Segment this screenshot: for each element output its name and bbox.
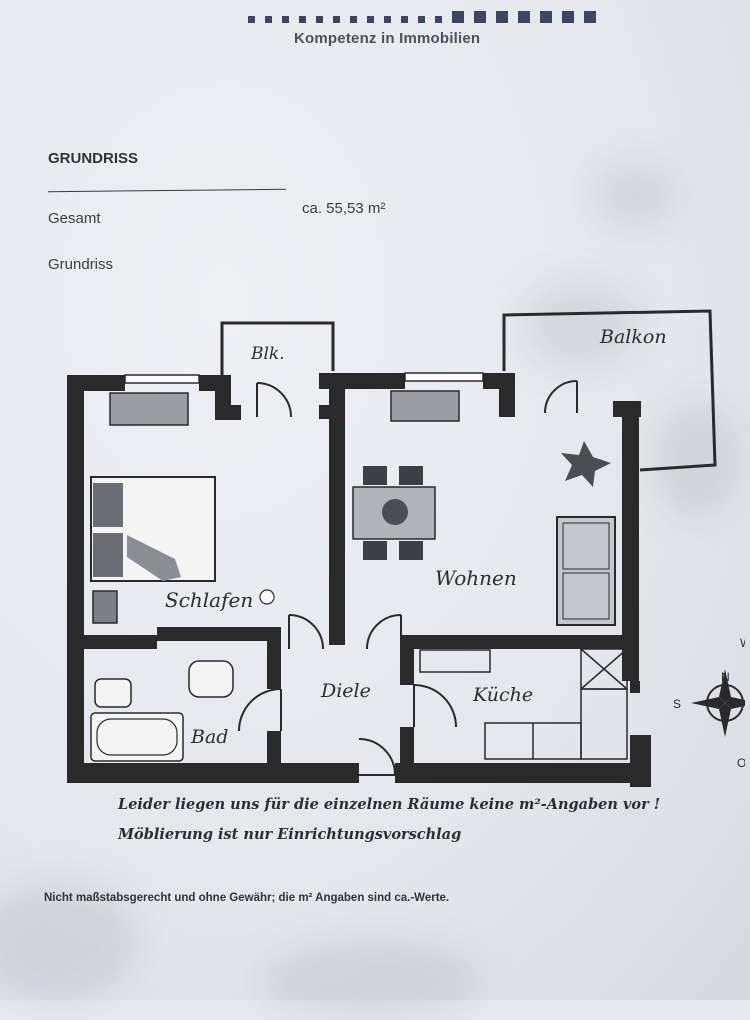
walls xyxy=(67,373,651,787)
floorplan-label: Grundriss xyxy=(48,256,114,273)
note-no-room-sizes: Leider liegen uns für die einzelnen Räum… xyxy=(118,796,661,813)
compass-west-label: W xyxy=(740,636,745,650)
room-label-kueche: Küche xyxy=(472,684,533,706)
compass-south-label: S xyxy=(673,697,681,711)
company-tagline: Kompetenz in Immobilien xyxy=(294,30,481,47)
windows xyxy=(124,372,484,384)
balcony-outlines xyxy=(220,309,717,472)
total-area-label: Gesamt xyxy=(48,210,101,227)
compass-north-label: N xyxy=(721,670,730,684)
section-title: GRUNDRISS xyxy=(48,150,139,167)
brand-dots xyxy=(248,10,606,28)
note-furnishing: Möblierung ist nur Einrichtungsvorschlag xyxy=(118,826,462,843)
room-label-schlafen: Schlafen xyxy=(165,588,253,612)
furniture xyxy=(90,390,628,762)
room-label-wohnen: Wohnen xyxy=(435,566,517,590)
room-label-diele: Diele xyxy=(320,680,371,702)
compass-icon xyxy=(691,669,745,737)
disclaimer: Nicht maßstabsgerecht und ohne Gewähr; d… xyxy=(44,892,450,904)
compass-east-label: O xyxy=(737,756,745,770)
room-label-balkon: Balkon xyxy=(599,326,667,348)
room-label-blk: Blk. xyxy=(250,344,285,364)
doors xyxy=(238,380,578,776)
total-area-value: ca. 55,53 m² xyxy=(302,200,386,217)
room-label-bad: Bad xyxy=(190,726,228,748)
floorplan-drawing: Blk. Balkon Schlafen Wohnen Diele Küche … xyxy=(67,309,745,787)
